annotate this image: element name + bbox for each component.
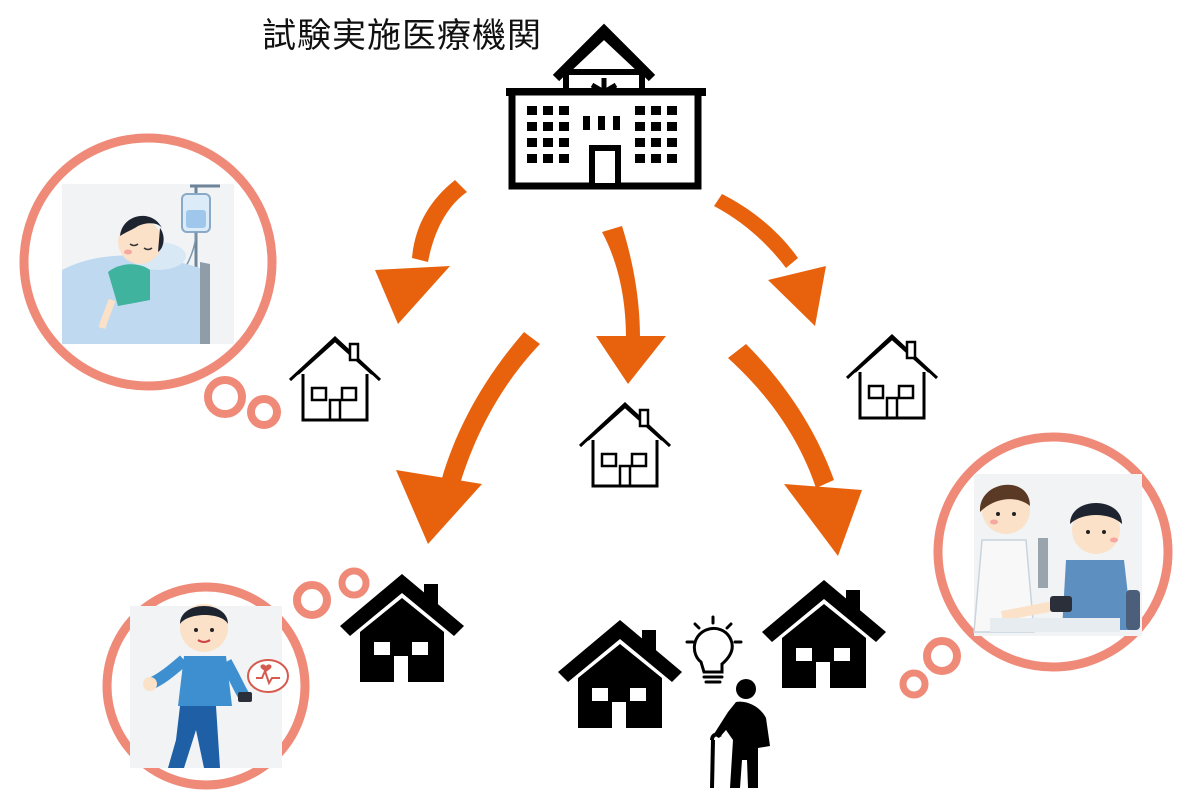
lightbulb-icon: [685, 615, 743, 684]
nurse-blood-pressure-illustration: [973, 474, 1142, 636]
arrow-lower-right: [728, 344, 862, 556]
house-outline-icon-middle: [578, 402, 672, 488]
thought-bubble-hospitalized-patient: [19, 133, 281, 429]
diagram-title: 試験実施医療機関: [262, 16, 542, 56]
man-with-smartwatch-illustration: [130, 604, 289, 768]
thought-bubble-home-visit-nurse: [899, 432, 1173, 699]
hospital-icon: [506, 23, 706, 190]
house-outline-icon-right: [845, 334, 939, 420]
arrow-upper-left: [375, 180, 467, 324]
arrow-upper-right: [714, 194, 826, 326]
house-outline-icon-left: [288, 336, 382, 422]
arrow-lower-left: [396, 332, 540, 544]
arrows: [375, 180, 862, 556]
thought-bubble-active-patient: [102, 567, 370, 790]
house-filled-icon-right: [762, 580, 886, 688]
elderly-person-with-cane-icon: [710, 679, 770, 789]
house-filled-icon-middle: [558, 620, 682, 728]
arrow-upper-middle: [596, 226, 666, 384]
patient-in-bed-illustration: [62, 184, 234, 344]
